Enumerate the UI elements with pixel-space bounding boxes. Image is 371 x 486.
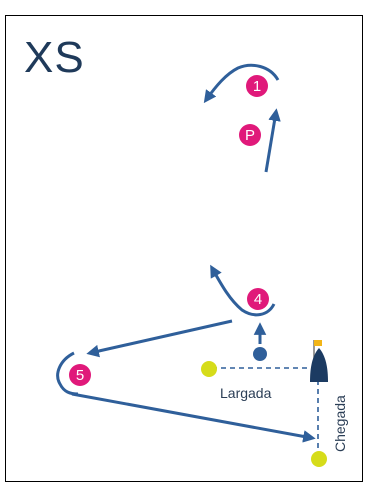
mark-p-label: P — [245, 127, 255, 144]
orange-flag — [314, 340, 322, 346]
committee-boat — [310, 348, 328, 382]
mark-5-label: 5 — [76, 367, 84, 384]
start-pin-buoy — [201, 361, 217, 377]
course-leg-p-to-1 — [264, 108, 281, 173]
mark-5: 5 — [69, 364, 91, 386]
course-title: XS — [24, 33, 85, 82]
start-boat-dot — [253, 347, 267, 361]
course-arc-mark-1 — [203, 63, 280, 104]
mark-1: 1 — [246, 75, 268, 97]
mark-p: P — [239, 124, 261, 146]
course-leg-5-to-finish — [71, 392, 316, 443]
course-leg-4-to-5 — [86, 319, 233, 358]
course-arc-mark-5 — [56, 351, 79, 396]
diagram-frame — [5, 15, 363, 482]
mark-4: 4 — [247, 288, 269, 310]
course-arc-mark-4 — [210, 264, 276, 317]
mark-1-label: 1 — [253, 78, 261, 95]
start-label: Largada — [220, 385, 272, 401]
finish-pin-buoy — [311, 451, 327, 467]
finish-label: Chegada — [332, 395, 348, 452]
mark-4-label: 4 — [254, 291, 262, 308]
